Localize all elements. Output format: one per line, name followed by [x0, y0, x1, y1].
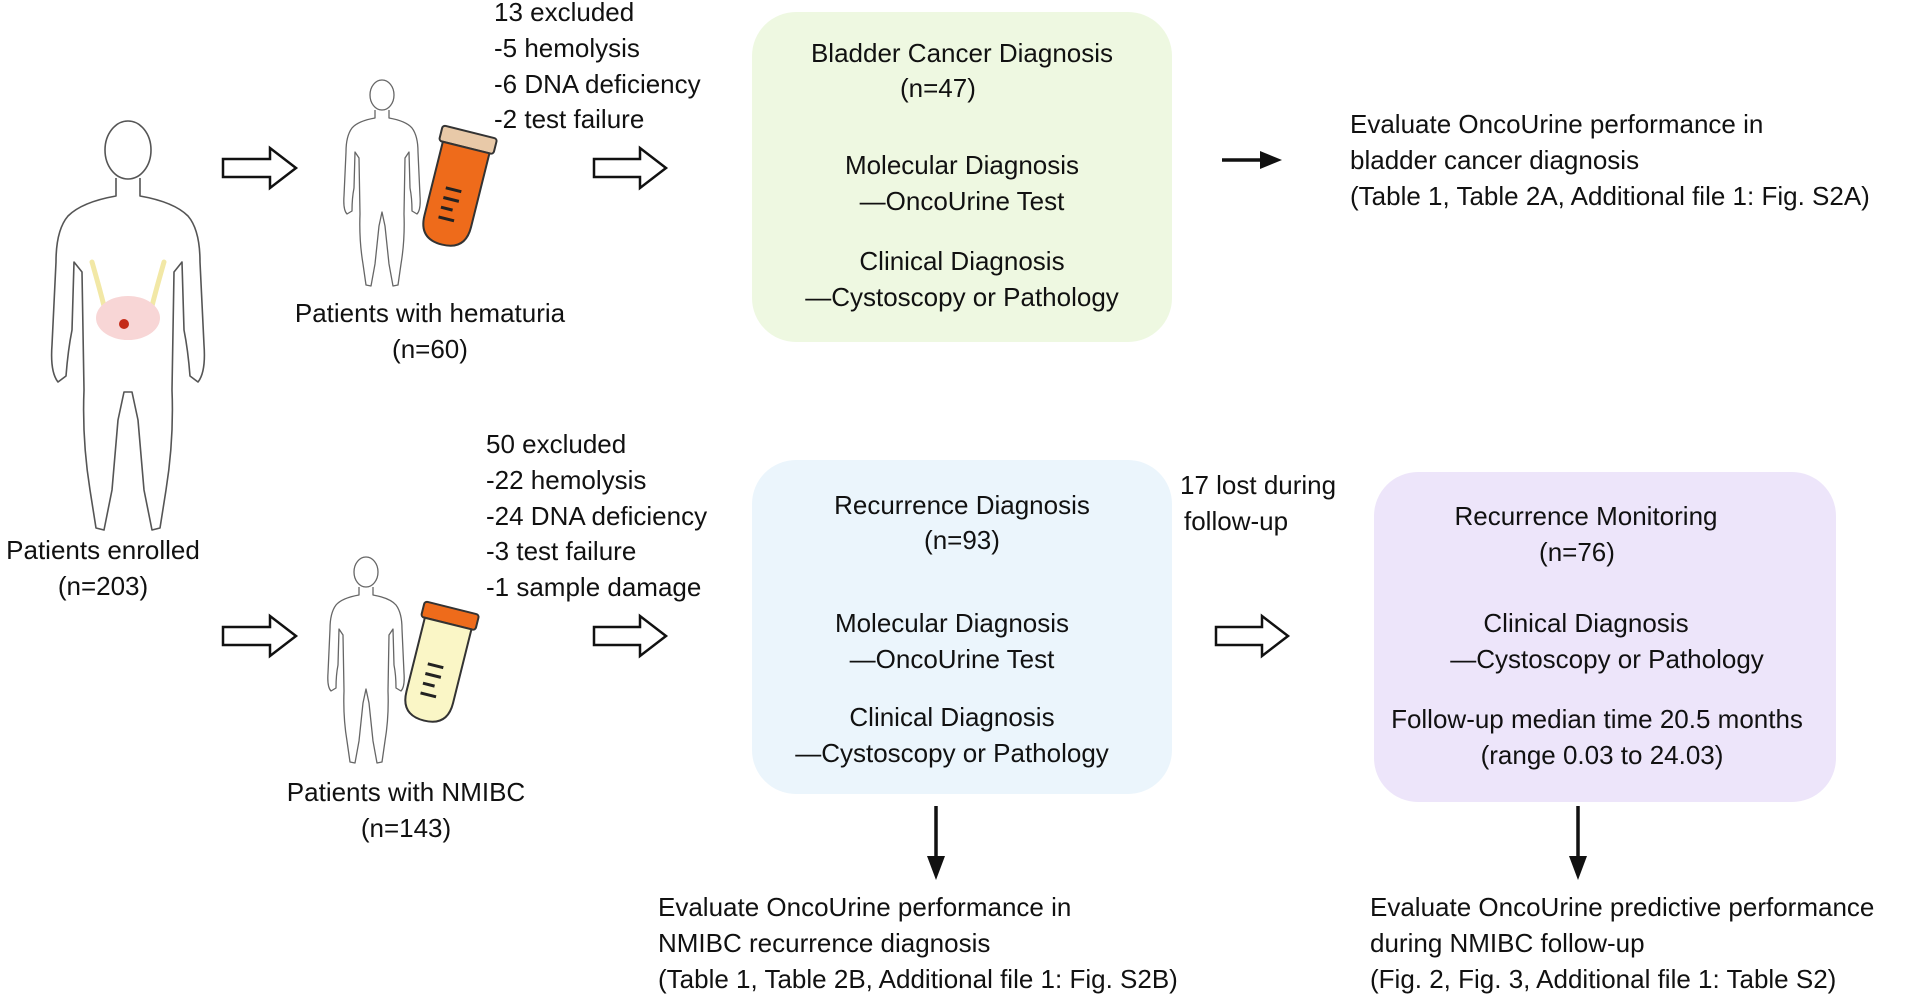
outcome-recurrence-line: (Table 1, Table 2B, Additional file 1: F…	[658, 964, 1178, 994]
nmibc-count: (n=143)	[360, 813, 452, 843]
monitoring-box-follow-range: (range 0.03 to 24.03)	[1480, 740, 1724, 770]
outcome-recurrence-line: NMIBC recurrence diagnosis	[658, 928, 991, 958]
block-arrow-icon	[592, 613, 669, 659]
bladder-box-count: (n=47)	[900, 73, 976, 103]
monitoring-box-clin-sub: —Cystoscopy or Pathology	[1450, 644, 1764, 674]
outcome-followup-line: during NMIBC follow-up	[1370, 928, 1645, 958]
bladder-box-clin-title: Clinical Diagnosis	[859, 246, 1065, 276]
ureter-shape	[89, 259, 167, 309]
recurrence-box-clin-title: Clinical Diagnosis	[849, 702, 1055, 732]
block-arrow-icon	[592, 145, 669, 191]
outcome-bladder-line: Evaluate OncoUrine performance in	[1350, 109, 1764, 139]
human-figure-hematuria-icon	[343, 79, 421, 287]
monitoring-box-title: Recurrence Monitoring	[1454, 501, 1718, 531]
monitoring-box-count: (n=76)	[1539, 537, 1615, 567]
outcome-followup-line: (Fig. 2, Fig. 3, Additional file 1: Tabl…	[1370, 964, 1837, 994]
monitoring-box-clin-title: Clinical Diagnosis	[1483, 608, 1689, 638]
recurrence-box-mol-title: Molecular Diagnosis	[834, 608, 1070, 638]
outcome-bladder-line: (Table 1, Table 2A, Additional file 1: F…	[1350, 181, 1870, 211]
hematuria-excluded-line: -5 hemolysis	[494, 33, 640, 63]
nmibc-label: Patients with NMIBC	[286, 777, 526, 807]
outcome-bladder-line: bladder cancer diagnosis	[1350, 145, 1640, 175]
outcome-followup-line: Evaluate OncoUrine predictive performanc…	[1370, 892, 1875, 922]
nmibc-excluded-line: 50 excluded	[486, 429, 627, 459]
block-arrow-icon	[221, 145, 299, 191]
bladder-shape	[96, 296, 160, 340]
human-figure-large-icon	[50, 120, 206, 531]
human-figure-nmibc-icon	[327, 556, 405, 764]
bladder-box-clin-sub: —Cystoscopy or Pathology	[805, 282, 1119, 312]
monitoring-box-follow-title: Follow-up median time 20.5 months	[1391, 704, 1803, 734]
enrolled-count: (n=203)	[57, 571, 149, 601]
recurrence-box-mol-sub: —OncoUrine Test	[849, 644, 1055, 674]
recurrence-box-count: (n=93)	[924, 525, 1000, 555]
bladder-box-mol-sub: —OncoUrine Test	[859, 186, 1065, 216]
block-arrow-icon	[221, 613, 299, 659]
enrolled-label: Patients enrolled	[6, 535, 200, 565]
recurrence-box-clin-sub: —Cystoscopy or Pathology	[795, 738, 1109, 768]
lost-followup-line: 17 lost during	[1180, 470, 1337, 500]
recurrence-monitoring-box	[1374, 472, 1836, 802]
nmibc-excluded-line: -3 test failure	[486, 536, 637, 566]
hematuria-count: (n=60)	[392, 334, 468, 364]
nmibc-excluded-line: -24 DNA deficiency	[486, 501, 708, 531]
nmibc-excluded-line: -1 sample damage	[486, 572, 702, 602]
bladder-box-title: Bladder Cancer Diagnosis	[810, 38, 1114, 68]
hematuria-label: Patients with hematuria	[294, 298, 566, 328]
lost-followup-line: follow-up	[1184, 506, 1289, 536]
tumor-dot	[119, 319, 129, 329]
recurrence-diagnosis-box	[752, 460, 1172, 794]
tube-body-orange	[422, 140, 491, 247]
solid-arrow-head-icon	[1569, 856, 1587, 880]
urine-tube-orange-icon	[422, 124, 498, 247]
solid-arrow-head-icon	[927, 856, 945, 880]
nmibc-excluded-line: -22 hemolysis	[486, 465, 647, 495]
outcome-recurrence-line: Evaluate OncoUrine performance in	[658, 892, 1072, 922]
bladder-diagnosis-box	[752, 12, 1172, 342]
hematuria-excluded-line: -6 DNA deficiency	[494, 69, 701, 99]
block-arrow-icon	[1214, 613, 1291, 659]
tube-body-yellow	[404, 616, 473, 723]
solid-arrow-head-icon	[1260, 151, 1282, 169]
bladder-box-mol-title: Molecular Diagnosis	[844, 150, 1080, 180]
hematuria-excluded-line: -2 test failure	[494, 104, 645, 134]
hematuria-excluded-line: 13 excluded	[494, 0, 635, 27]
recurrence-box-title: Recurrence Diagnosis	[834, 490, 1090, 520]
urine-tube-yellow-icon	[404, 600, 480, 723]
